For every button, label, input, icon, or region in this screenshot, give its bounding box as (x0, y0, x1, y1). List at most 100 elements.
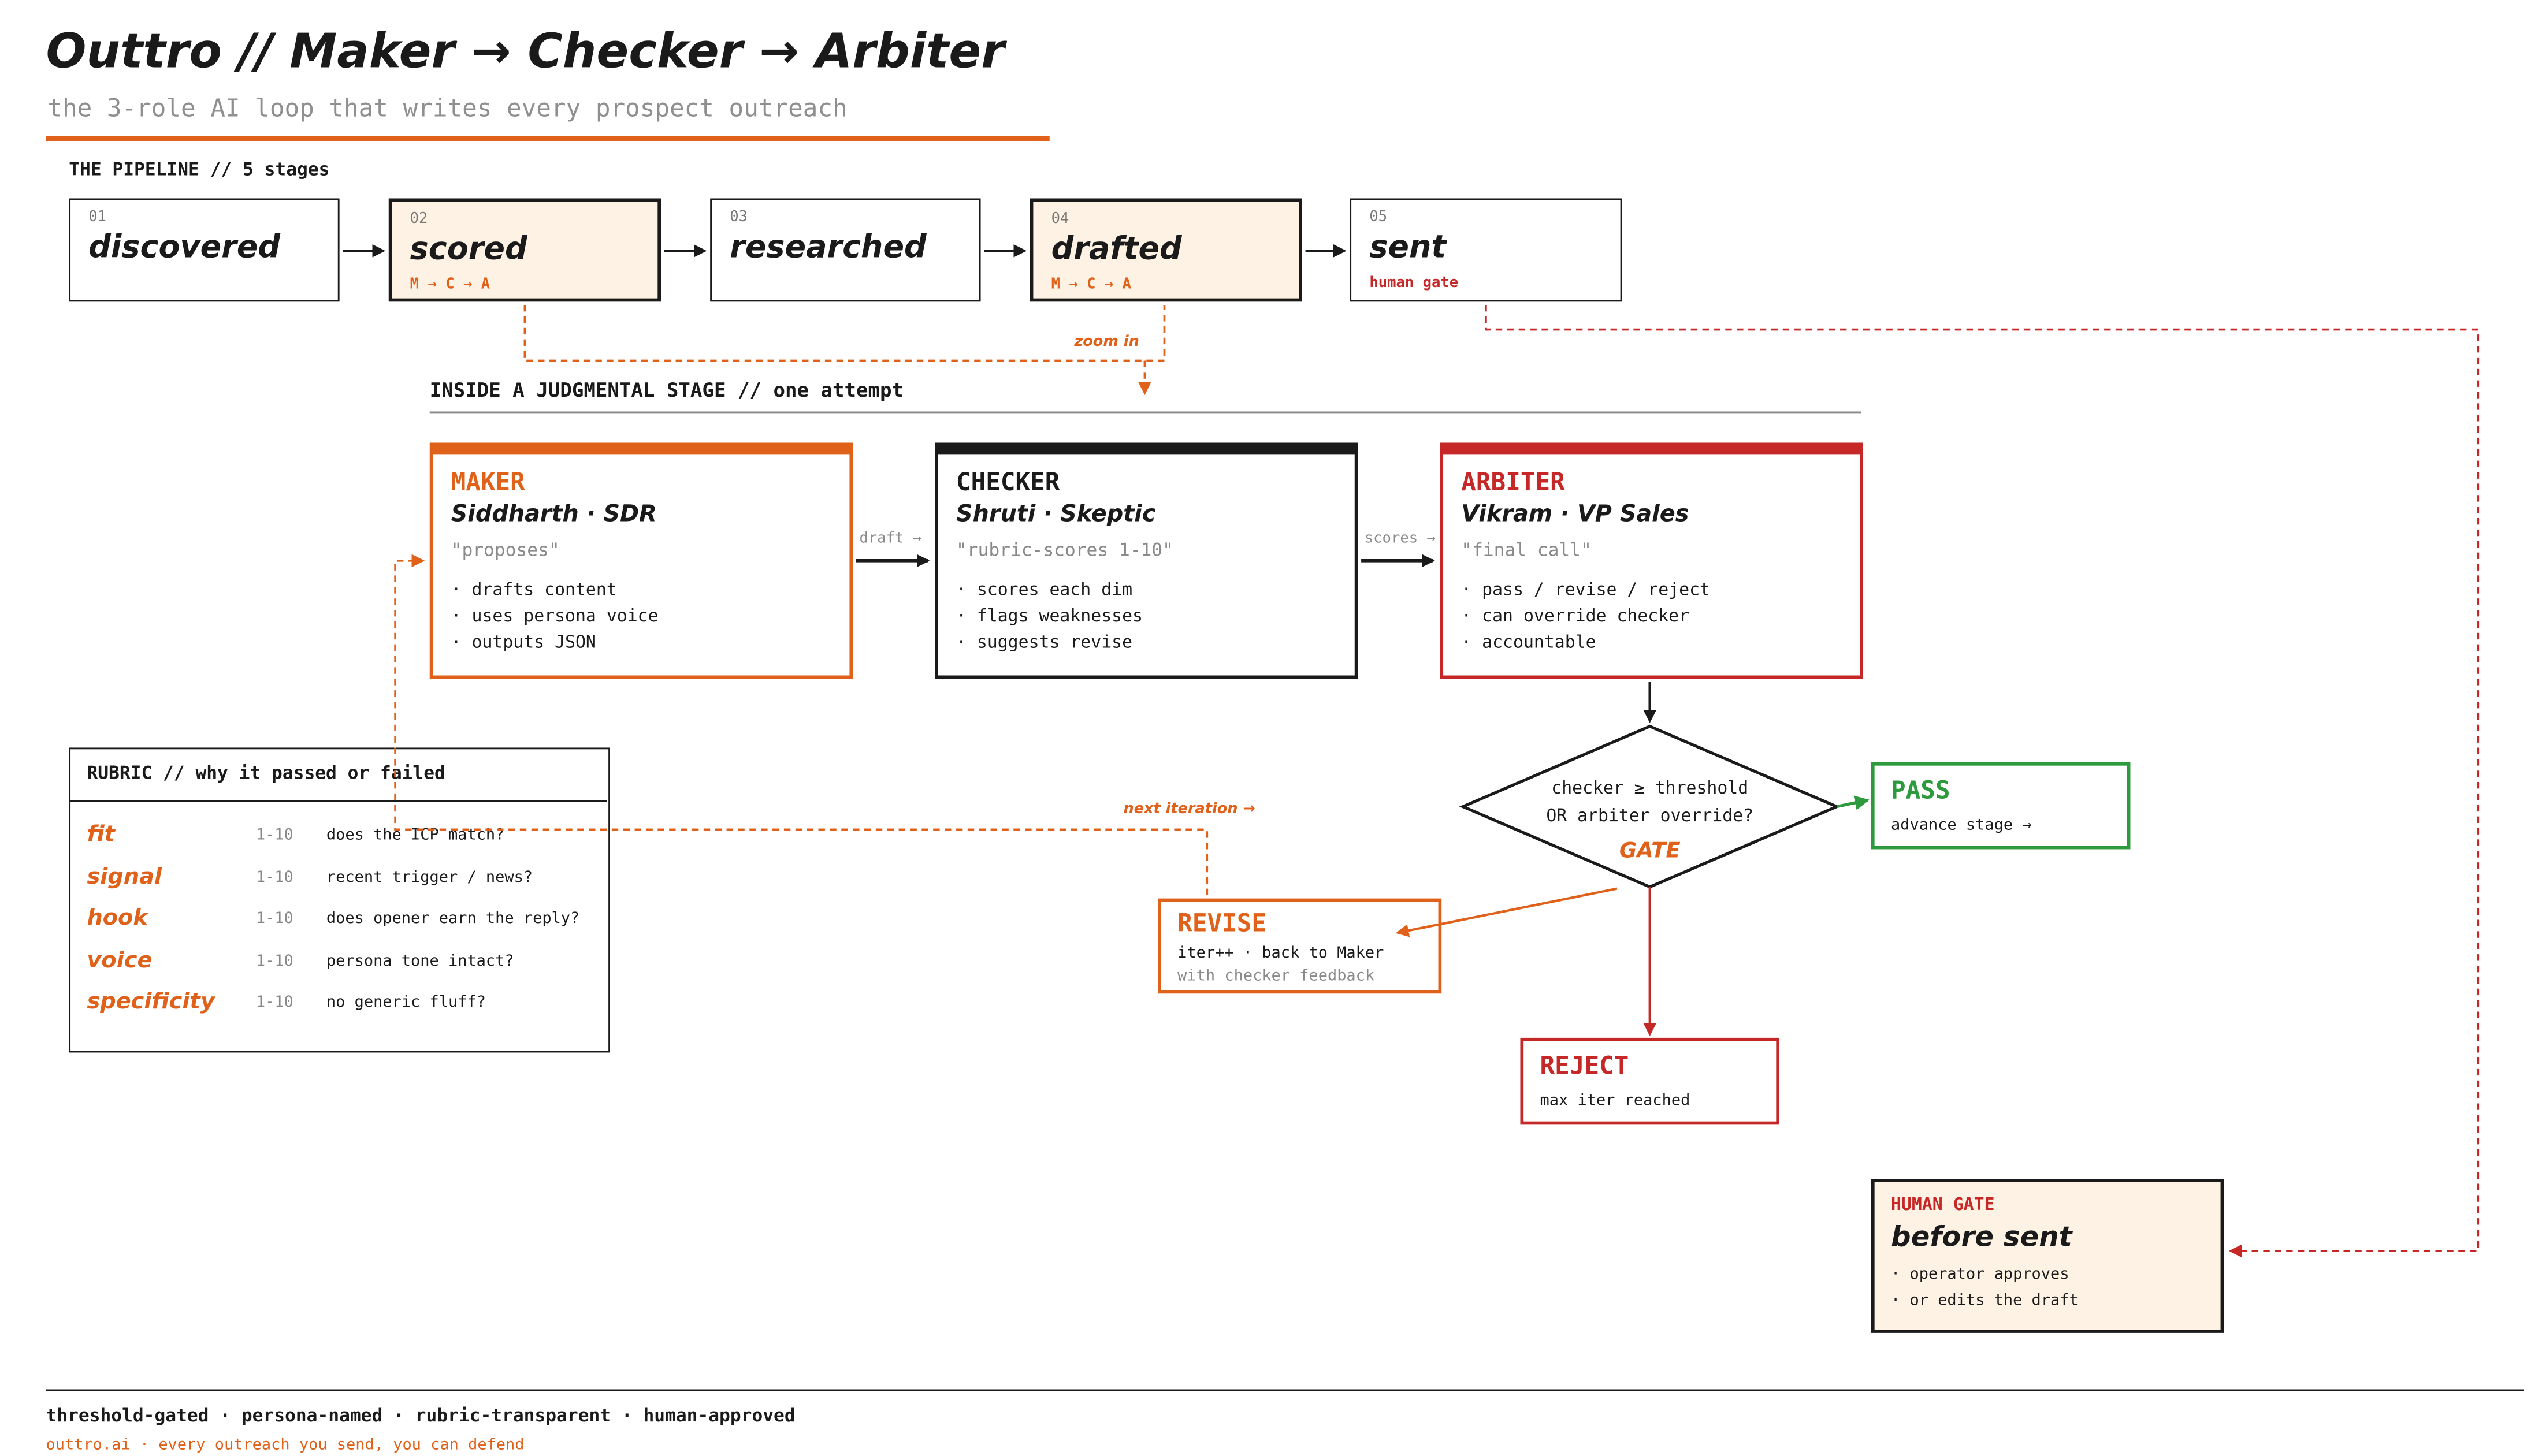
inside-stage-heading: INSIDE A JUDGMENTAL STAGE // one attempt (429, 378, 904, 402)
next-iteration-label: next iteration → (1123, 802, 1255, 818)
revise-desc-note: with checker feedback (1177, 967, 1375, 986)
rubric-row-specificity: specificity 1-10 no generic fluff? (70, 989, 608, 1032)
rubric-heading: RUBRIC // why it passed or failed (87, 762, 445, 784)
gate-label: GATE (1619, 838, 1681, 863)
page-subtitle: the 3-role AI loop that writes every pro… (47, 93, 848, 123)
gate-condition-line2: OR arbiter override? (1546, 806, 1753, 826)
arbiter-persona: Vikram · VP Sales (1461, 501, 1689, 528)
human-gate-step: · operator approves (1891, 1265, 2069, 1284)
stage-name: drafted (1051, 231, 1182, 267)
checker-persona: Shruti · Skeptic (956, 501, 1156, 528)
checker-duties: · scores each dim · flags weaknesses · s… (956, 577, 1143, 656)
maker-duties: · drafts content · uses persona voice · … (451, 577, 659, 656)
rubric-range: 1-10 (255, 952, 293, 971)
rubric-range: 1-10 (255, 910, 293, 928)
arbiter-title: ARBITER (1461, 467, 1565, 497)
rubric-row-signal: signal 1-10 recent trigger / news? (70, 864, 608, 907)
scores-arrow-label: scores → (1364, 531, 1436, 548)
maker-quote: "proposes" (451, 539, 560, 561)
draft-arrow-label: draft → (859, 531, 922, 548)
pass-title: PASS (1891, 775, 1950, 805)
maker-title: MAKER (451, 467, 525, 497)
maker-card: MAKER Siddharth · SDR "proposes" · draft… (429, 442, 853, 679)
arbiter-duty: · accountable (1461, 632, 1596, 653)
pass-box: PASS advance stage → (1871, 762, 2131, 850)
checker-card: CHECKER Shruti · Skeptic "rubric-scores … (935, 442, 1358, 679)
stage-number: 04 (1051, 211, 1069, 228)
arbiter-duty: · pass / revise / reject (1461, 580, 1710, 600)
zoom-in-bracket (523, 304, 1166, 362)
maker-duty: · outputs JSON (451, 632, 596, 653)
human-gate-title: before sent (1891, 1221, 2072, 1254)
gate-to-revise-arrow (1395, 887, 1618, 937)
stage-name: sent (1369, 229, 1447, 266)
checker-quote: "rubric-scores 1-10" (956, 539, 1173, 561)
rubric-divider (70, 800, 607, 802)
stage-number: 02 (410, 211, 428, 228)
pipeline-heading: THE PIPELINE // 5 stages (69, 159, 330, 181)
checker-duty: · scores each dim (956, 580, 1133, 600)
stage-sent: 05 sent human gate (1350, 198, 1622, 302)
checker-duty: · flags weaknesses (956, 606, 1143, 627)
arbiter-duties: · pass / revise / reject · can override … (1461, 577, 1710, 656)
maker-duty: · drafts content (451, 580, 617, 600)
rubric-question: does opener earn the reply? (326, 910, 580, 928)
stage-role-chain: M → C → A (1051, 277, 1132, 294)
rubric-question: recent trigger / news? (326, 869, 533, 887)
checker-duty: · suggests revise (956, 632, 1133, 653)
rubric-row-voice: voice 1-10 persona tone intact? (70, 948, 608, 990)
stage-number: 03 (730, 210, 748, 226)
rubric-dimension: specificity (87, 988, 215, 1015)
revise-box: REVISE iter++ · back to Maker with check… (1158, 898, 1442, 994)
human-gate-label: HUMAN GATE (1891, 1195, 1995, 1215)
reject-desc: max iter reached (1540, 1092, 1690, 1110)
maker-persona: Siddharth · SDR (451, 501, 657, 528)
sent-to-human-gate-arrow (1485, 304, 2480, 1258)
title-underline (46, 136, 1050, 141)
rubric-dimension: voice (87, 947, 153, 974)
reject-title: REJECT (1540, 1051, 1629, 1081)
rubric-dimension: fit (87, 821, 115, 848)
arbiter-duty: · can override checker (1461, 606, 1690, 627)
human-gate-step: · or edits the draft (1891, 1291, 2079, 1310)
zoom-in-label: zoom in (1074, 334, 1139, 351)
footer-url: outtro.ai · every outreach you send, you… (46, 1436, 525, 1454)
rubric-panel: RUBRIC // why it passed or failed fit 1-… (69, 747, 610, 1053)
reject-box: REJECT max iter reached (1520, 1037, 1779, 1125)
stage-number: 01 (88, 210, 107, 226)
revise-desc: iter++ · back to Maker (1177, 944, 1384, 963)
maker-duty: · uses persona voice (451, 606, 659, 627)
pass-desc: advance stage → (1891, 816, 2032, 835)
rubric-row-hook: hook 1-10 does opener earn the reply? (70, 905, 608, 948)
stage-role-chain: M → C → A (410, 277, 490, 294)
rubric-dimension: signal (87, 863, 162, 891)
rubric-range: 1-10 (255, 993, 293, 1012)
checker-title: CHECKER (956, 467, 1060, 497)
stage-researched: 03 researched (710, 198, 981, 302)
page-title: Outtro // Maker → Checker → Arbiter (46, 23, 1005, 79)
stage-discovered: 01 discovered (69, 198, 340, 302)
rubric-dimension: hook (87, 904, 148, 932)
rubric-question: persona tone intact? (326, 952, 514, 971)
stage-name: scored (410, 231, 527, 267)
rubric-question: no generic fluff? (326, 993, 486, 1012)
footer-tagline: threshold-gated · persona-named · rubric… (46, 1405, 796, 1427)
stage-drafted: 04 drafted M → C → A (1030, 198, 1302, 302)
arbiter-card: ARBITER Vikram · VP Sales "final call" ·… (1440, 442, 1863, 679)
human-gate-card: HUMAN GATE before sent · operator approv… (1871, 1179, 2224, 1333)
gate-to-pass-arrow (1836, 795, 1870, 810)
stage-name: discovered (88, 229, 281, 266)
rubric-range: 1-10 (255, 826, 293, 844)
rubric-range: 1-10 (255, 869, 293, 887)
stage-number: 05 (1369, 210, 1388, 226)
stage-human-gate-note: human gate (1369, 275, 1459, 292)
section-divider (429, 411, 1861, 414)
stage-scored: 02 scored M → C → A (388, 198, 661, 302)
arbiter-quote: "final call" (1461, 539, 1592, 561)
revise-loop-arrow (394, 554, 1209, 895)
revise-title: REVISE (1177, 908, 1267, 938)
gate-condition-line1: checker ≥ threshold (1551, 778, 1748, 798)
stage-name: researched (730, 229, 927, 266)
